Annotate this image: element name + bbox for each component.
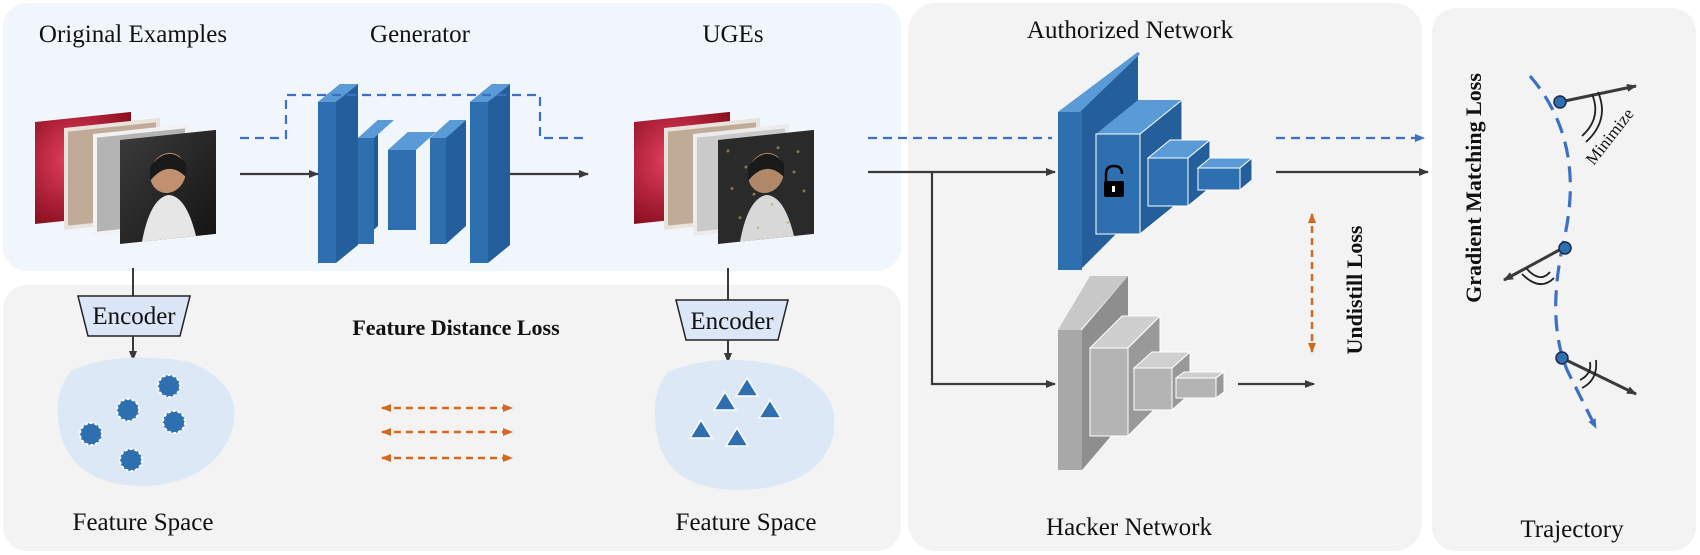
generator-label: Generator xyxy=(370,21,471,48)
generator-skip-dashed-line xyxy=(240,93,585,140)
uges-label: UGEs xyxy=(702,21,763,48)
feature-distance-loss-label: Feature Distance Loss xyxy=(352,315,560,340)
angle-arcs xyxy=(1521,91,1603,389)
generator-block-3 xyxy=(388,132,436,230)
arrow-uges-to-hacker xyxy=(930,172,1056,388)
panel-trajectory xyxy=(1432,8,1696,551)
trajectory-points xyxy=(1553,95,1572,365)
panel-networks xyxy=(908,3,1422,551)
generator-block-1 xyxy=(318,84,358,263)
feature-space-right-label: Feature Space xyxy=(676,509,817,536)
feature-distance-arrows xyxy=(381,404,513,462)
lock-icon xyxy=(1104,164,1124,197)
encoder-right-label: Encoder xyxy=(690,308,774,335)
generator-block-5 xyxy=(470,84,510,263)
generator-block-2 xyxy=(358,120,394,244)
authorized-network xyxy=(1058,52,1254,270)
feature-points-circles xyxy=(79,374,186,472)
original-examples-label: Original Examples xyxy=(39,21,227,48)
trajectory-curve xyxy=(1528,74,1598,429)
encoder-right: Encoder xyxy=(675,299,789,341)
generator-block-4 xyxy=(430,120,466,244)
generator-network xyxy=(318,84,510,263)
authorized-network-label: Authorized Network xyxy=(1027,17,1234,44)
encoder-left: Encoder xyxy=(77,295,191,337)
trajectory-label: Trajectory xyxy=(1520,516,1624,543)
undistill-loss-label: Undistill Loss xyxy=(1342,225,1367,354)
feature-space-right-blob xyxy=(654,359,835,490)
encoder-left-label: Encoder xyxy=(92,303,176,330)
uges-image-stack xyxy=(634,111,814,244)
original-image-stack xyxy=(35,111,216,244)
hacker-network xyxy=(1058,276,1226,470)
panel-feature xyxy=(3,285,901,551)
gradient-matching-loss-label: Gradient Matching Loss xyxy=(1461,73,1486,303)
feature-space-left-blob xyxy=(57,357,235,487)
feature-points-triangles xyxy=(688,376,783,447)
hacker-network-label: Hacker Network xyxy=(1046,514,1212,541)
feature-space-left-label: Feature Space xyxy=(73,509,214,536)
